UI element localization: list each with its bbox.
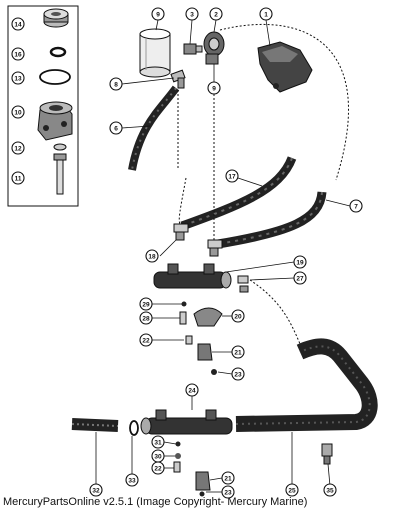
part-10-adapter-block [37,101,73,141]
svg-text:30: 30 [154,454,162,461]
svg-text:22: 22 [142,338,150,345]
svg-text:1: 1 [264,12,268,19]
svg-text:9: 9 [156,12,160,19]
svg-text:21: 21 [224,476,232,483]
callout-22-upper: 22 [139,333,153,347]
svg-text:19: 19 [296,260,304,267]
callout-33: 33 [125,473,139,487]
part-18-fittings [173,223,223,257]
svg-text:13: 13 [14,76,22,83]
svg-text:23: 23 [234,372,242,379]
part-33-clamp [129,420,139,436]
part-26-exhaust-hose [235,338,378,432]
callout-17: 17 [225,169,239,183]
svg-text:11: 11 [15,176,22,183]
callout-12: 12 [11,141,25,155]
callout-1: 1 [259,7,273,21]
svg-text:22: 22 [154,466,162,473]
svg-text:10: 10 [14,110,22,117]
svg-text:21: 21 [234,350,242,357]
callout-13: 13 [11,71,25,85]
svg-text:28: 28 [142,316,150,323]
part-11-bolt [53,153,67,195]
callout-16: 16 [11,47,25,61]
callout-29: 29 [139,297,153,311]
callout-9-lower: 9 [207,81,221,95]
part-19-upper-cooler [153,263,232,289]
callout-leaders [95,19,351,493]
part-17-hose [180,156,297,231]
callout-24: 24 [185,383,199,397]
callout-32: 32 [89,483,103,497]
part-13-o-ring [39,69,71,85]
callout-35: 35 [323,483,337,497]
svg-text:2: 2 [214,12,218,19]
part-16-seal [49,46,67,58]
callout-2: 2 [209,7,223,21]
svg-text:31: 31 [154,440,162,447]
callout-6: 6 [109,121,123,135]
part-6-hose [128,85,180,171]
part-27-fitting [237,275,249,293]
svg-text:35: 35 [326,488,334,495]
svg-text:14: 14 [14,22,22,29]
svg-text:12: 12 [14,146,22,153]
part-1-bracket [257,41,313,93]
svg-text:7: 7 [354,204,358,211]
svg-text:8: 8 [114,82,118,89]
svg-text:29: 29 [142,302,150,309]
callout-30: 30 [151,449,165,463]
part-2-filter-head [203,31,225,65]
svg-text:27: 27 [296,276,304,283]
callout-19: 19 [293,255,307,269]
callout-31: 31 [151,435,165,449]
part-35-fitting [321,443,333,465]
callout-7: 7 [349,199,363,213]
copyright-caption: MercuryPartsOnline v2.5.1 (Image Copyrig… [3,496,308,508]
upper-hardware [179,301,223,375]
callout-11: 11 [11,171,25,185]
callout-10: 10 [11,105,25,119]
svg-text:16: 16 [14,52,22,59]
svg-text:18: 18 [148,254,156,261]
callout-20: 20 [231,309,245,323]
svg-text:9: 9 [212,86,216,93]
callout-18: 18 [145,249,159,263]
part-9-oil-filter [139,28,171,78]
callout-27: 27 [293,271,307,285]
callout-3: 3 [185,7,199,21]
part-14-cap [43,8,69,28]
svg-text:17: 17 [228,174,236,181]
svg-text:3: 3 [190,12,194,19]
svg-text:23: 23 [224,490,232,497]
part-7-hose [217,191,327,249]
svg-text:32: 32 [92,488,100,495]
part-3-fitting [183,43,203,55]
callout-21-upper: 21 [231,345,245,359]
svg-text:33: 33 [128,478,136,485]
svg-text:6: 6 [114,126,118,133]
callout-25: 25 [285,483,299,497]
dashed-leader-lines [177,23,349,345]
part-24-lower-cooler [140,409,233,435]
callout-22-lower: 22 [151,461,165,475]
svg-text:25: 25 [288,488,296,495]
part-12-washer [53,143,67,151]
callout-28: 28 [139,311,153,325]
lower-hardware [173,441,211,497]
callout-23-lower: 23 [221,485,235,499]
callout-9-top: 9 [151,7,165,21]
callout-21-lower: 21 [221,471,235,485]
callout-14: 14 [11,17,25,31]
svg-text:24: 24 [188,388,196,395]
inset-box [7,5,79,207]
part-32-hose [71,418,119,432]
part-8-elbow [170,69,186,89]
callout-23-upper: 23 [231,367,245,381]
svg-text:20: 20 [234,314,242,321]
callout-8: 8 [109,77,123,91]
